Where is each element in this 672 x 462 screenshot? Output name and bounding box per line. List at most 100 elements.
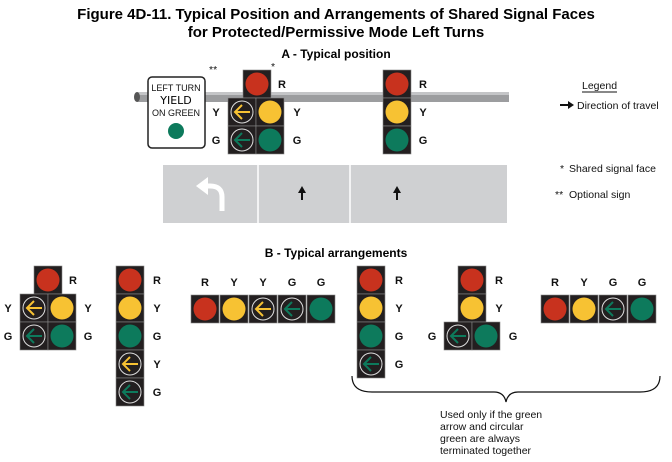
yellow-ball-lens	[219, 294, 249, 324]
signal-label: Y	[4, 303, 12, 315]
green-ball-lens	[255, 125, 285, 155]
through-arrow-icon	[298, 186, 306, 200]
green-ball-lens	[115, 321, 145, 351]
signal-label: G	[288, 277, 297, 289]
signal-label: G	[4, 331, 13, 343]
signal-label: R	[419, 79, 427, 91]
red-ball-lens	[242, 69, 272, 99]
figure-title-line2: for Protected/Permissive Mode Left Turns	[188, 24, 484, 41]
arrangement-4: R Y G G	[356, 265, 404, 379]
note-line: arrow and circular	[440, 421, 524, 433]
left-turn-yield-sign: LEFT TURN YIELD ON GREEN	[147, 76, 206, 149]
signal-label: R	[278, 79, 286, 91]
red-ball-lens	[457, 265, 487, 295]
green-ball-lens	[47, 321, 77, 351]
signal-label: G	[153, 387, 162, 399]
signal-label: Y	[153, 359, 161, 371]
optional-sign-marker: **	[209, 64, 217, 76]
arrangement-5: R Y G G	[428, 265, 518, 351]
yellow-ball-lens	[115, 293, 145, 323]
mast-arm-pole	[134, 92, 509, 102]
section-b-heading: B - Typical arrangements	[265, 246, 408, 260]
signal-label: Y	[212, 107, 220, 119]
arrangement-2: R Y G Y G	[115, 265, 162, 407]
note-line: terminated together	[440, 445, 532, 457]
signal-label: Y	[293, 107, 301, 119]
green-ball-lens	[356, 321, 386, 351]
shared-face-marker: *	[271, 61, 275, 73]
signal-label: G	[419, 135, 428, 147]
signal-label: G	[212, 135, 221, 147]
legend-shared: Shared signal face	[569, 163, 656, 175]
yellow-arrow-lens	[19, 293, 49, 323]
signal-label: Y	[84, 303, 92, 315]
yellow-arrow-lens	[248, 294, 278, 324]
green-arrow-lens	[115, 377, 145, 407]
red-ball-lens	[356, 265, 386, 295]
section-a-heading: A - Typical position	[281, 47, 390, 61]
sign-line1: LEFT TURN	[151, 83, 200, 93]
signal-label: G	[153, 331, 162, 343]
through-arrow-icon	[393, 186, 401, 200]
legend: Legend Direction of travel * Shared sign…	[555, 80, 659, 201]
red-ball-lens	[190, 294, 220, 324]
sign-line2: YIELD	[159, 94, 192, 107]
green-ball-lens	[627, 294, 657, 324]
signal-label: R	[551, 277, 559, 289]
signal-label: G	[395, 359, 404, 371]
yellow-ball-lens	[47, 293, 77, 323]
legend-optional-marker: **	[555, 189, 563, 201]
signal-label: G	[638, 277, 647, 289]
signal-label: R	[201, 277, 209, 289]
red-ball-lens	[540, 294, 570, 324]
signal-label: Y	[395, 303, 403, 315]
yellow-arrow-lens	[115, 349, 145, 379]
signal-label: R	[395, 275, 403, 287]
green-arrow-lens	[443, 321, 473, 351]
signal-label: G	[395, 331, 404, 343]
green-arrow-lens	[598, 294, 628, 324]
green-ball-lens	[382, 125, 412, 155]
sign-line3: ON GREEN	[152, 108, 200, 118]
signal-label: G	[84, 331, 93, 343]
legend-shared-marker: *	[560, 163, 564, 175]
signal-label: Y	[419, 107, 427, 119]
legend-direction: Direction of travel	[577, 100, 659, 112]
yellow-ball-lens	[255, 97, 285, 127]
signal-label: Y	[153, 303, 161, 315]
green-arrow-lens	[277, 294, 307, 324]
note-line: Used only if the green	[440, 409, 542, 421]
legend-optional: Optional sign	[569, 189, 630, 201]
through-signal-face: R Y G	[382, 69, 428, 155]
shared-signal-face: R Y Y G G	[212, 69, 302, 155]
signal-label: G	[428, 331, 437, 343]
signal-label: G	[509, 331, 518, 343]
signal-label: R	[495, 275, 503, 287]
green-arrow-lens	[19, 321, 49, 351]
yellow-ball-lens	[569, 294, 599, 324]
signal-label: R	[69, 275, 77, 287]
direction-arrow-icon	[560, 101, 574, 109]
yellow-ball-lens	[382, 97, 412, 127]
red-ball-lens	[33, 265, 63, 295]
sign-green-ball	[168, 123, 184, 139]
brace	[351, 375, 661, 403]
figure-title-line1: Figure 4D-11. Typical Position and Arran…	[77, 6, 595, 23]
note: Used only if the green arrow and circula…	[440, 409, 542, 457]
green-arrow-lens	[356, 349, 386, 379]
note-line: green are always	[440, 433, 520, 445]
signal-label: Y	[495, 303, 503, 315]
green-ball-lens	[471, 321, 501, 351]
signal-label: G	[293, 135, 302, 147]
legend-title: Legend	[582, 80, 617, 92]
green-arrow-lens	[227, 125, 257, 155]
signal-label: R	[153, 275, 161, 287]
signal-label: G	[317, 277, 326, 289]
green-ball-lens	[306, 294, 336, 324]
signal-label: Y	[580, 277, 588, 289]
red-ball-lens	[115, 265, 145, 295]
arrangement-1: R Y Y G G	[4, 265, 93, 351]
